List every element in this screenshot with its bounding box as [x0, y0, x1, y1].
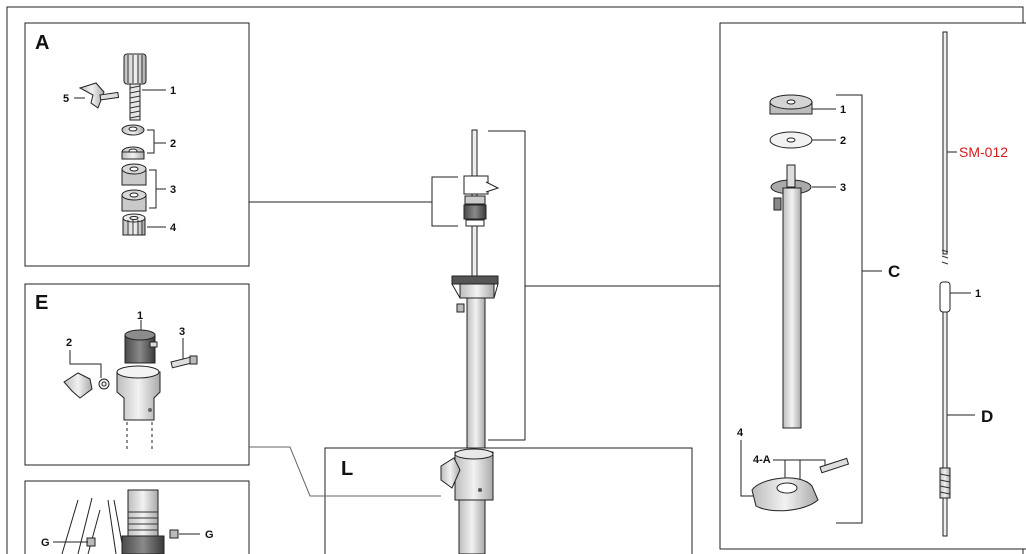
bolt-e-part	[170, 355, 198, 369]
pull-rod-part	[939, 31, 951, 537]
cymbal-seat-tube-part	[770, 164, 812, 429]
panel-g: G G	[24, 480, 250, 554]
panel-e-label-3: 3	[179, 326, 185, 338]
tripod-base-part	[61, 489, 179, 554]
felt-top-part	[769, 94, 813, 115]
memory-clamp-part	[751, 457, 850, 512]
felts-part	[121, 163, 147, 212]
clutch-body-part	[116, 365, 161, 452]
nut-part	[122, 213, 146, 236]
panel-a-label-4: 4	[170, 222, 177, 234]
washer-c-part	[769, 131, 813, 149]
leader-lines	[249, 130, 721, 497]
panel-e: E 1 3 2	[24, 283, 250, 466]
panel-d: SM-012 1 D	[939, 31, 1008, 537]
panel-c-label-4a: 4-A	[753, 454, 771, 466]
panel-c-label-2: 2	[840, 135, 846, 147]
panel-l: L	[324, 447, 693, 554]
panel-a-label-1: 1	[170, 85, 176, 97]
panel-c-frame	[719, 22, 1026, 550]
panel-a-title: A	[35, 32, 49, 54]
wing-bolt-e-part	[63, 372, 110, 399]
clutch-insert-part	[124, 329, 158, 364]
panel-g-label-left: G	[41, 537, 50, 549]
panel-l-frame	[324, 447, 693, 554]
panel-l-title: L	[341, 458, 353, 480]
hi-hat-stand-assembly	[440, 129, 500, 554]
panel-a: A 1 5	[24, 22, 250, 267]
panel-c-label-1: 1	[840, 104, 846, 116]
panel-c: 1 2 3 C 4 4-A	[719, 22, 1026, 550]
panel-d-label-1: 1	[975, 288, 981, 300]
felt-washers-part	[121, 124, 145, 160]
bolt-part	[123, 53, 147, 121]
panel-a-label-2: 2	[170, 138, 176, 150]
panel-a-label-5: 5	[63, 93, 69, 105]
part-code-label: SM-012	[959, 144, 1008, 160]
panel-g-label-right: G	[205, 529, 214, 541]
panel-c-label-4: 4	[737, 427, 744, 439]
panel-e-title: E	[35, 292, 48, 314]
wing-screw-part	[78, 82, 120, 109]
panel-e-label-2: 2	[66, 337, 72, 349]
panel-c-label-3: 3	[840, 182, 846, 194]
panel-c-title: C	[888, 262, 900, 281]
panel-a-label-3: 3	[170, 184, 176, 196]
panel-d-title: D	[981, 407, 993, 426]
panel-e-label-1: 1	[137, 310, 143, 322]
